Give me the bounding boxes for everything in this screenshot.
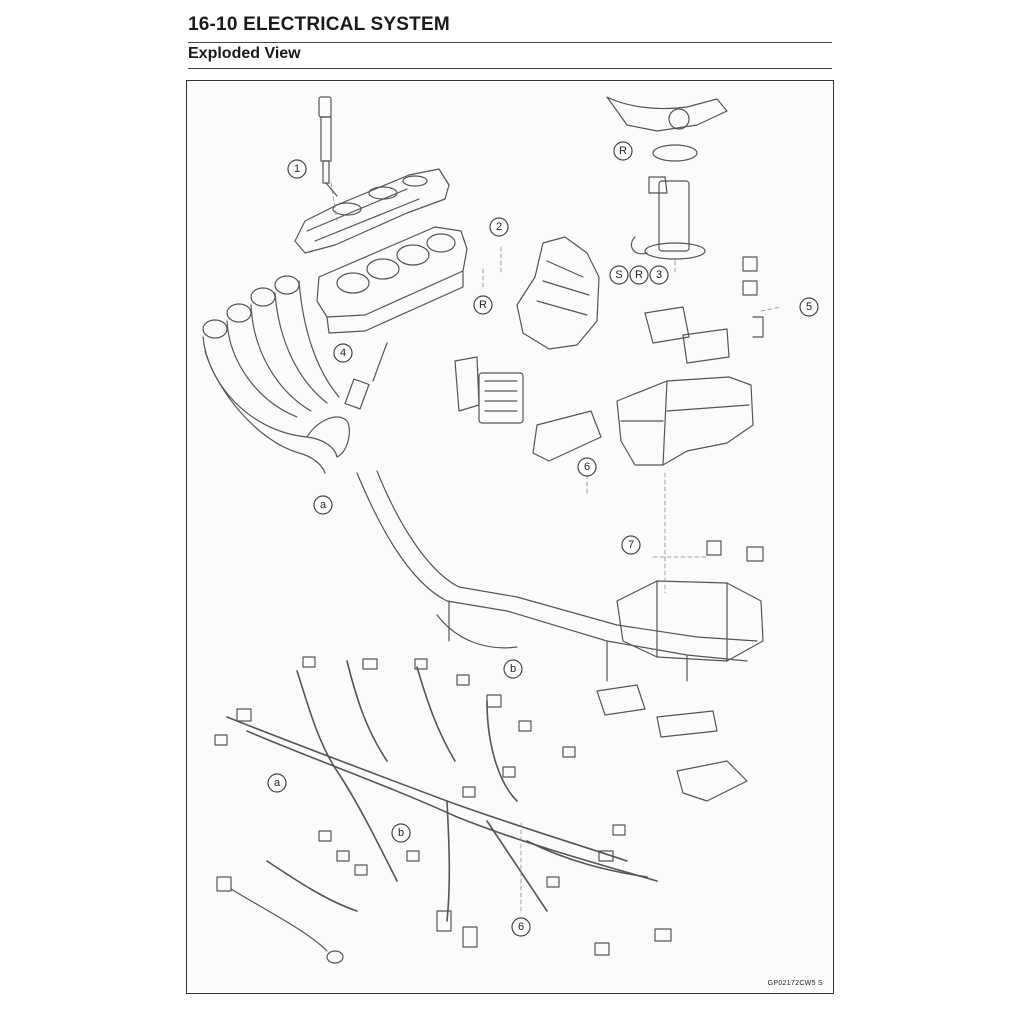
callout-label: R	[619, 145, 627, 157]
frame-drawing	[356, 470, 758, 682]
callout-label: 1	[294, 163, 300, 175]
callout-label: b	[398, 827, 404, 839]
header-rule-top	[188, 42, 832, 43]
callout-label: a	[320, 499, 327, 511]
callout-label: S	[615, 269, 622, 281]
header-rule-bottom	[188, 68, 832, 69]
ecu-drawing	[644, 306, 730, 364]
rear-frame-drawing	[616, 580, 764, 662]
exploded-view-figure: 1 2 R R S R 3 4 5 6 7 a b a b 6 GP02172C…	[186, 80, 834, 994]
callout-label: R	[635, 269, 643, 281]
callout-label: 2	[496, 221, 502, 233]
cylinder-block-drawing	[316, 226, 468, 334]
regulator-drawing	[454, 356, 524, 424]
fuel-pump-drawing	[606, 96, 728, 260]
ignition-coil-drawing	[318, 96, 338, 197]
wiring-harness-drawing	[226, 660, 658, 922]
tray-drawing	[596, 684, 748, 802]
callout-label: 6	[518, 921, 524, 933]
callout-label: 7	[628, 539, 634, 551]
exhaust-headers-drawing	[202, 275, 350, 474]
bracket-drawing	[532, 410, 602, 462]
page-title: 16-10 ELECTRICAL SYSTEM	[188, 14, 450, 35]
callout-label: 6	[584, 461, 590, 473]
sensor-drawing	[216, 876, 344, 964]
cylinder-head-cover-drawing	[294, 168, 450, 254]
callout-label: 3	[656, 269, 662, 281]
callout-label: a	[274, 777, 281, 789]
callout-label: 4	[340, 347, 346, 359]
guide-lines	[330, 182, 782, 912]
air-duct-drawing	[516, 236, 600, 350]
section-title: Exploded View	[188, 45, 301, 62]
callout-markers	[267, 141, 819, 937]
connectors-drawing	[214, 540, 764, 956]
callout-label: b	[510, 663, 516, 675]
callout-label: 5	[806, 301, 812, 313]
battery-case-drawing	[616, 376, 754, 466]
starter-relay-drawing	[742, 256, 764, 338]
callout-label: R	[479, 299, 487, 311]
oxygen-sensor-drawing	[344, 342, 388, 410]
exploded-view-drawing: 1 2 R R S R 3 4 5 6 7 a b a b 6	[202, 96, 819, 964]
figure-code: GP02172CW5 S	[767, 980, 823, 987]
